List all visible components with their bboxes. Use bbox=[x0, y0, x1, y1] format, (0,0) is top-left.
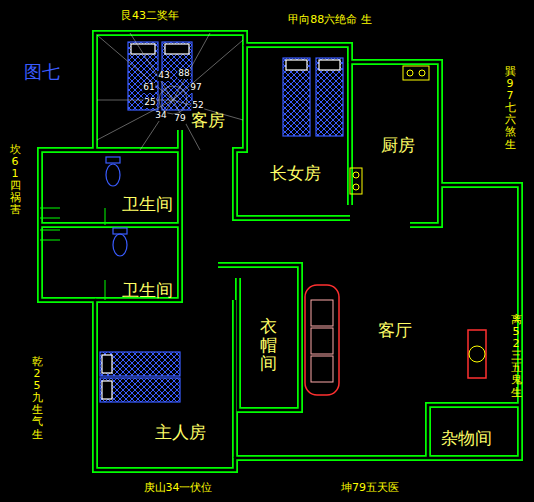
kitchen-symbols bbox=[350, 66, 429, 194]
tv-symbol bbox=[468, 330, 486, 378]
callout-number: 79 bbox=[173, 114, 186, 124]
sofa-symbol bbox=[305, 285, 339, 395]
room-area: 杂物间 bbox=[438, 427, 495, 450]
room-label: 客厅 bbox=[378, 321, 412, 340]
room-area: 客房 bbox=[188, 109, 228, 132]
callout-number: 25 bbox=[143, 98, 156, 108]
room-area: 客厅 bbox=[375, 319, 415, 342]
room-label: 厨房 bbox=[381, 136, 415, 155]
direction-label: 乾25九生气生 bbox=[32, 356, 43, 441]
figure-number: 图七 bbox=[24, 62, 60, 82]
callout-number: 43 bbox=[157, 71, 170, 81]
room-label: 长女房 bbox=[270, 164, 321, 183]
direction-label: 甲向88六绝命 生 bbox=[288, 14, 372, 26]
room-area: 卫生间 bbox=[119, 279, 176, 302]
wall-lines bbox=[40, 33, 520, 470]
direction-label: 坎61四祸害 bbox=[10, 144, 21, 217]
callout-number: 61 bbox=[142, 83, 155, 93]
room-label: 卫生间 bbox=[122, 281, 173, 300]
room-label: 杂物间 bbox=[441, 429, 492, 448]
room-area: 厨房 bbox=[378, 134, 418, 157]
callout-number: 52 bbox=[191, 101, 204, 111]
room-area: 主人房 bbox=[152, 421, 209, 444]
room-area: 长女房 bbox=[267, 162, 324, 185]
callout-number: 88 bbox=[177, 69, 190, 79]
room-area: 衣帽间 bbox=[257, 315, 280, 375]
direction-label: 离52三五鬼生 bbox=[511, 314, 522, 399]
room-label: 卫生间 bbox=[122, 195, 173, 214]
direction-label: 艮43二奖年 bbox=[121, 10, 179, 22]
direction-label: 巽97七六煞生 bbox=[505, 66, 516, 151]
star-lines bbox=[97, 33, 243, 150]
room-label: 客房 bbox=[191, 111, 225, 130]
room-label: 主人房 bbox=[155, 423, 206, 442]
room-label: 衣帽间 bbox=[260, 317, 277, 373]
bed-symbols bbox=[100, 42, 343, 402]
room-area: 卫生间 bbox=[119, 193, 176, 216]
callout-number: 34 bbox=[154, 111, 167, 121]
direction-label: 庚山34一伏位 bbox=[144, 482, 213, 494]
direction-label: 坤79五天医 bbox=[341, 482, 399, 494]
callout-number: 97 bbox=[189, 83, 202, 93]
